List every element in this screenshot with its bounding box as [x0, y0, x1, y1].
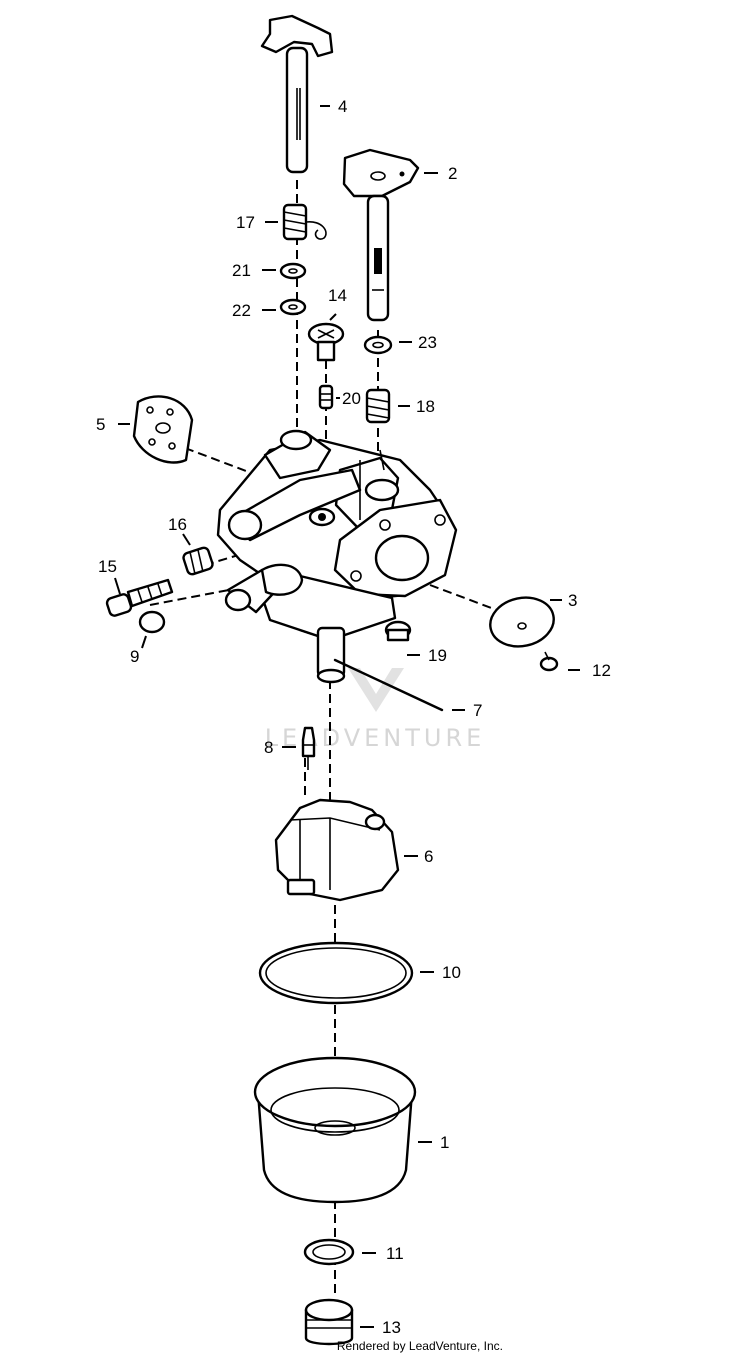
- watermark-text: LEADVENTURE: [265, 724, 486, 752]
- part-1-float-bowl[interactable]: [253, 1056, 417, 1204]
- part-13-bowl-nut[interactable]: [304, 1298, 354, 1346]
- part-15-idle-screw[interactable]: [105, 578, 174, 617]
- part-7-pin[interactable]: [333, 658, 444, 712]
- callout-15: 15: [98, 557, 117, 576]
- part-21-washer[interactable]: [279, 262, 307, 280]
- callout-11: 11: [386, 1244, 404, 1263]
- part-17-spring[interactable]: [282, 203, 327, 241]
- part-2-throttle-shaft[interactable]: [342, 148, 420, 322]
- callout-1: 1: [440, 1133, 449, 1152]
- part-10-gasket[interactable]: [258, 941, 414, 1005]
- part-22-washer[interactable]: [279, 298, 307, 316]
- callout-21: 21: [232, 261, 251, 280]
- part-14-screw[interactable]: [307, 322, 345, 362]
- callout-19: 19: [428, 646, 447, 665]
- part-5-choke-plate[interactable]: [132, 395, 194, 464]
- callout-23: 23: [418, 333, 437, 352]
- callout-16: 16: [168, 515, 187, 534]
- callout-10: 10: [442, 963, 461, 982]
- part-11-washer[interactable]: [303, 1238, 355, 1266]
- credit-text: Rendered by LeadVenture, Inc.: [337, 1339, 503, 1353]
- callout-labels: 4 2 17 21 22 14 23 20 18 5 16 15 9 3 12 …: [96, 97, 611, 1337]
- callout-18: 18: [416, 397, 435, 416]
- callout-13: 13: [382, 1318, 401, 1337]
- part-9-cap[interactable]: [138, 610, 166, 634]
- carburetor-body: [216, 429, 458, 684]
- part-12-screw[interactable]: [539, 651, 559, 672]
- callout-14: 14: [328, 286, 347, 305]
- part-16-spring[interactable]: [182, 546, 214, 576]
- callout-3: 3: [568, 591, 577, 610]
- part-3-throttle-plate[interactable]: [486, 592, 559, 652]
- callout-7: 7: [473, 701, 482, 720]
- callout-12: 12: [592, 661, 611, 680]
- part-20-needle[interactable]: [318, 384, 334, 410]
- part-4-choke-shaft[interactable]: [260, 14, 334, 174]
- part-23-washer[interactable]: [363, 335, 393, 355]
- part-19-plug[interactable]: [384, 620, 412, 642]
- callout-4: 4: [338, 97, 347, 116]
- callout-20: 20: [342, 389, 361, 408]
- callout-2: 2: [448, 164, 457, 183]
- callout-5: 5: [96, 415, 105, 434]
- callout-22: 22: [232, 301, 251, 320]
- watermark: LEADVENTURE: [265, 668, 486, 752]
- part-18-spring[interactable]: [365, 388, 391, 424]
- callout-17: 17: [236, 213, 255, 232]
- callout-9: 9: [130, 647, 139, 666]
- part-8-inlet-needle[interactable]: [301, 726, 316, 770]
- callout-6: 6: [424, 847, 433, 866]
- callout-8: 8: [264, 738, 273, 757]
- part-6-float[interactable]: [274, 798, 400, 902]
- callout-leaders: [114, 105, 580, 1328]
